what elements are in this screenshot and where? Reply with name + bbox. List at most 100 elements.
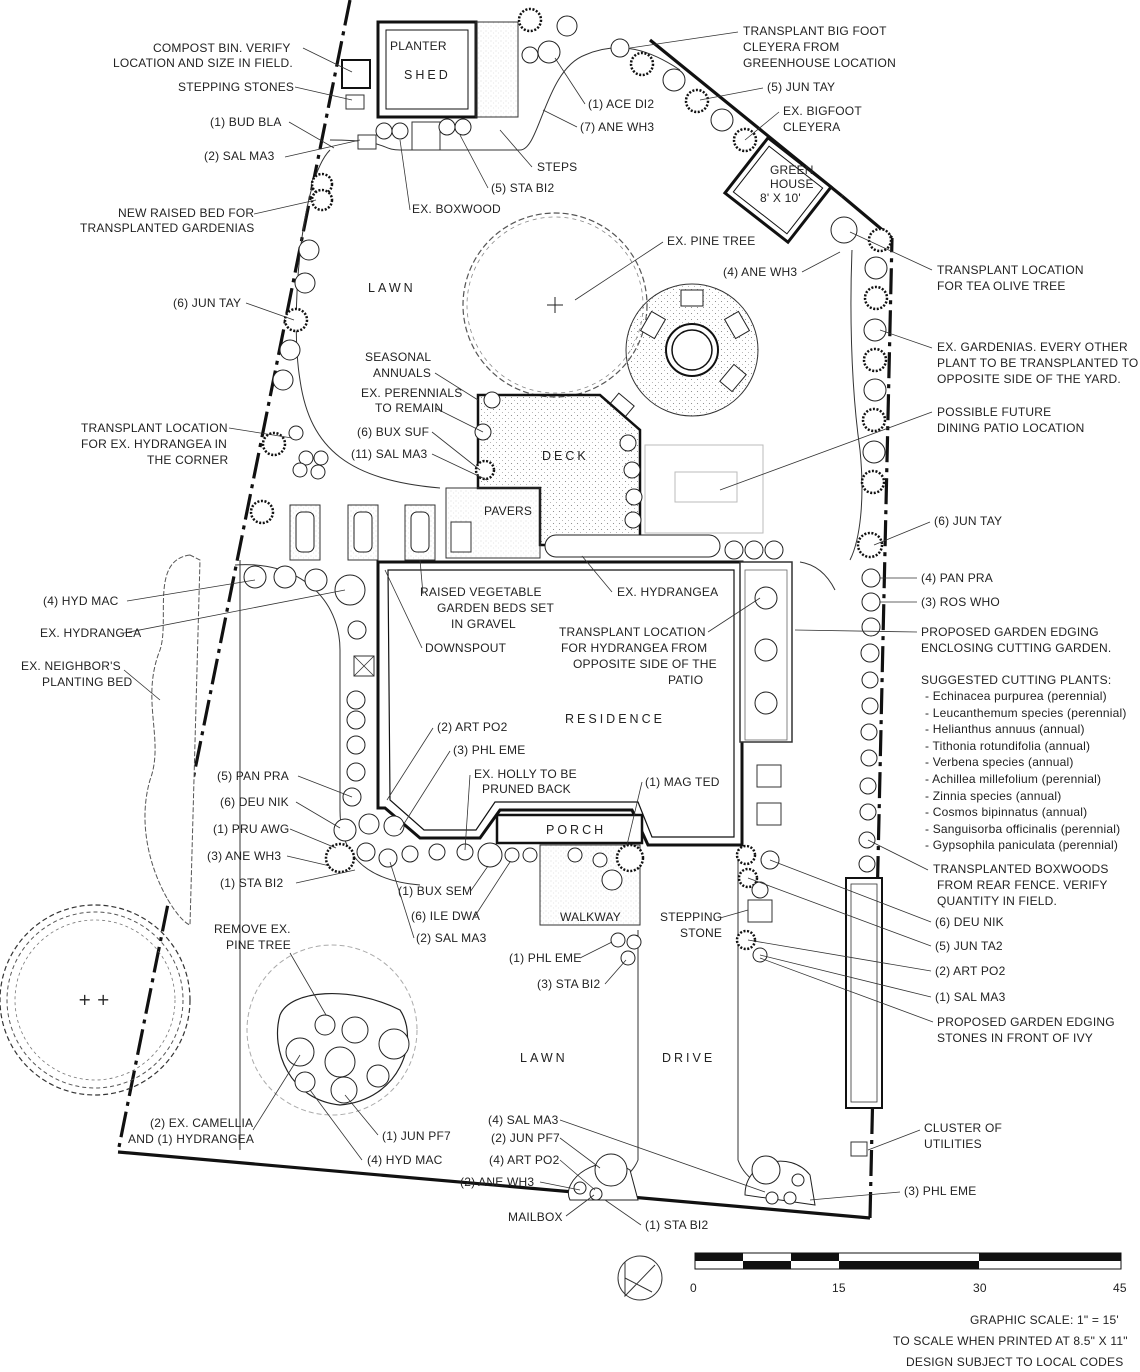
label-ex-holly: EX. HOLLY TO BE <box>474 767 577 781</box>
label-seasonal2: ANNUALS <box>373 366 431 380</box>
label-edging-stones2: STONES IN FRONT OF IVY <box>937 1031 1093 1045</box>
label-transplanted-box3: QUANTITY IN FIELD. <box>937 894 1057 908</box>
stepping-stone <box>345 94 365 110</box>
label-phl-eme-a: (3) PHL EME <box>453 743 525 757</box>
label-bigfoot2: CLEYERA FROM <box>743 40 839 54</box>
cutting-plant-item: - Echinacea purpurea (perennial) <box>925 689 1107 703</box>
labels-center: LAWN SEASONAL ANNUALS EX. PERENNIALS TO … <box>351 57 766 1232</box>
label-jun-tay-c: (6) JUN TAY <box>934 514 1002 528</box>
label-jun-tay-b: (5) JUN TAY <box>767 80 835 94</box>
chair <box>639 310 667 340</box>
label-pan-pra-a: (4) PAN PRA <box>921 571 993 585</box>
label-mag-ted: (1) MAG TED <box>645 775 720 789</box>
scale-tick-45: 45 <box>1113 1281 1127 1295</box>
label-sal-ma3-c: (2) SAL MA3 <box>416 931 487 945</box>
neighbor-tree: + + <box>0 904 191 1096</box>
label-art-po2-b: (2) ART PO2 <box>935 964 1006 978</box>
cutting-plant-item: - Verbena species (annual) <box>925 755 1074 769</box>
label-transplanted-box: TRANSPLANTED BOXWOODS <box>933 862 1109 876</box>
label-lawn-top: LAWN <box>368 281 416 295</box>
svg-text:+ +: + + <box>78 990 110 1009</box>
label-tea-olive2: FOR TEA OLIVE TREE <box>937 279 1066 293</box>
neighbor-bed <box>144 554 201 926</box>
label-remove-pine: REMOVE EX. <box>214 922 291 936</box>
label-jun-tay-a: (6) JUN TAY <box>173 296 241 310</box>
label-neighbor: EX. NEIGHBOR'S <box>21 659 121 673</box>
label-hyd-mac-a: (4) HYD MAC <box>43 594 119 608</box>
label-transplant-opp: TRANSPLANT LOCATION <box>559 625 706 639</box>
utilities <box>850 1141 868 1157</box>
stepping-stone <box>411 121 441 151</box>
label-bigfoot3: GREENHOUSE LOCATION <box>743 56 896 70</box>
label-raised-bed2: TRANSPLANTED GARDENIAS <box>80 221 254 235</box>
label-ex-bigfoot2: CLEYERA <box>783 120 840 134</box>
label-mailbox: MAILBOX <box>508 1210 563 1224</box>
label-sal-ma3-a: (2) SAL MA3 <box>204 149 275 163</box>
label-seasonal: SEASONAL <box>365 350 431 364</box>
deck-label: DECK <box>542 449 589 463</box>
label-neighbor2: PLANTING BED <box>42 675 133 689</box>
future-patio <box>644 444 764 534</box>
greenhouse-label2: HOUSE <box>770 177 814 191</box>
label-future-patio2: DINING PATIO LOCATION <box>937 421 1085 435</box>
label-ex-hydrangea-a: EX. HYDRANGEA <box>40 626 141 640</box>
label-remove-pine2: PINE TREE <box>226 938 291 952</box>
steps <box>450 521 472 553</box>
label-camellia: (2) EX. CAMELLIA <box>150 1116 253 1130</box>
label-bux-sem: (1) BUX SEM <box>398 884 472 898</box>
label-sal-ma3-e: (4) SAL MA3 <box>488 1113 559 1127</box>
label-sal-ma3-d: (1) SAL MA3 <box>935 990 1006 1004</box>
stepping-stone <box>756 764 782 788</box>
label-veg-beds3: IN GRAVEL <box>451 617 516 631</box>
label-sta-bi2-a: (5) STA BI2 <box>491 181 554 195</box>
stepping-stone <box>756 802 782 826</box>
label-raised-bed: NEW RAISED BED FOR <box>118 206 254 220</box>
label-ex-perennials: EX. PERENNIALS <box>361 386 463 400</box>
label-transplant-opp4: PATIO <box>668 673 703 687</box>
label-deu-nik-b: (6) DEU NIK <box>935 915 1004 929</box>
shed-label: SHED <box>404 68 451 82</box>
label-ane-wh3-b: (4) ANE WH3 <box>723 265 797 279</box>
compost-bin <box>341 59 371 89</box>
label-sta-bi2-d: (1) STA BI2 <box>645 1218 708 1232</box>
scale-tick-0: 0 <box>690 1281 697 1295</box>
label-compost: COMPOST BIN. VERIFY <box>153 41 291 55</box>
stepping-stone <box>747 899 773 923</box>
label-lawn-bottom: LAWN <box>520 1051 568 1065</box>
label-veg-beds: RAISED VEGETABLE <box>420 585 542 599</box>
label-ace-di2: (1) ACE DI2 <box>588 97 654 111</box>
label-transplant-opp3: OPPOSITE SIDE OF THE <box>573 657 717 671</box>
labels-left: COMPOST BIN. VERIFY LOCATION AND SIZE IN… <box>21 41 451 1167</box>
label-ex-pine: EX. PINE TREE <box>667 234 755 248</box>
pavers-label: PAVERS <box>484 504 532 518</box>
cutting-plant-item: - Helianthus annuus (annual) <box>925 722 1085 736</box>
label-ex-gardenias3: OPPOSITE SIDE OF THE YARD. <box>937 372 1121 386</box>
label-compost2: LOCATION AND SIZE IN FIELD. <box>113 56 293 70</box>
label-steps: STEPS <box>537 160 577 174</box>
label-sal-ma3-b: (11) SAL MA3 <box>351 447 428 461</box>
labels-right: TRANSPLANT BIG FOOT CLEYERA FROM GREENHO… <box>629 24 1138 1201</box>
greenhouse-size: 8' X 10' <box>760 191 801 205</box>
label-ex-gardenias2: PLANT TO BE TRANSPLANTED TO <box>937 356 1138 370</box>
cutting-plants-heading: SUGGESTED CUTTING PLANTS: <box>921 673 1111 687</box>
label-ex-bigfoot: EX. BIGFOOT <box>783 104 862 118</box>
label-pan-pra-b: (5) PAN PRA <box>217 769 289 783</box>
label-jun-ta2: (5) JUN TA2 <box>935 939 1003 953</box>
label-ane-wh3-c: (3) ANE WH3 <box>207 849 281 863</box>
label-jun-pf7-a: (1) JUN PF7 <box>382 1129 451 1143</box>
shed <box>376 20 478 119</box>
cutting-plant-item: - Sanguisorba officinalis (perennial) <box>925 822 1120 836</box>
cutting-plant-item: - Zinnia species (annual) <box>925 789 1061 803</box>
planter-label: PLANTER <box>390 39 447 53</box>
greenhouse <box>722 135 834 245</box>
label-ex-boxwood: EX. BOXWOOD <box>412 202 501 216</box>
label-stepping-stone: STEPPING <box>660 910 722 924</box>
scale-tick-15: 15 <box>832 1281 846 1295</box>
greenhouse-label: GREEN <box>770 163 814 177</box>
label-utilities2: UTILITIES <box>924 1137 982 1151</box>
label-ex-perennials2: TO REMAIN <box>375 401 443 415</box>
cutting-plant-item: - Gypsophila paniculata (perennial) <box>925 838 1118 852</box>
label-pru-awg: (1) PRU AWG <box>213 822 289 836</box>
label-deu-nik-a: (6) DEU NIK <box>220 795 289 809</box>
